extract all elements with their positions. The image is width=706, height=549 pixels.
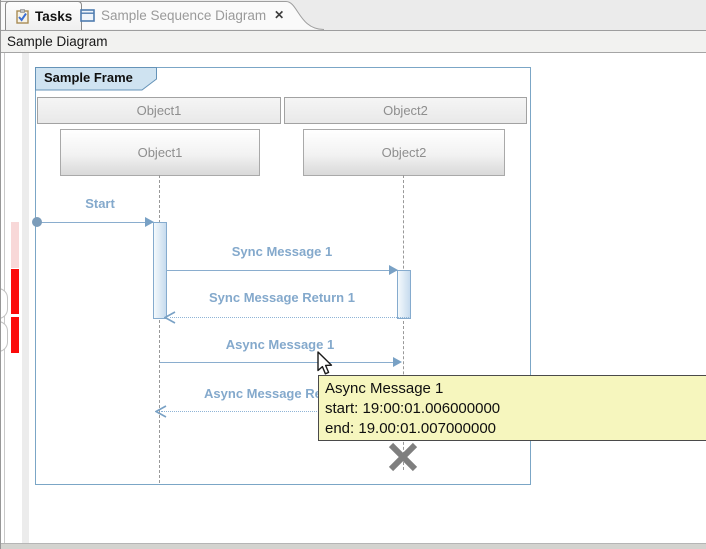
tab-sample-sequence-diagram[interactable]: Sample Sequence Diagram ✕: [80, 1, 286, 29]
tab-tasks-label: Tasks: [35, 9, 72, 24]
mouse-cursor-icon: [316, 351, 336, 377]
message-line-sync1[interactable]: [166, 270, 397, 271]
open-arrowhead-async-return1: [155, 405, 167, 418]
arrowhead-start: [145, 217, 154, 227]
tooltip-end-time: end: 19.00:01.007000000: [325, 419, 706, 439]
open-arrowhead-sync-return1: [164, 311, 176, 324]
arrowhead-sync1: [389, 265, 398, 275]
window-left-border: [0, 0, 1, 549]
tooltip-start-time: start: 19:00:01.006000000: [325, 399, 706, 419]
overview-marker-pink[interactable]: [11, 222, 19, 268]
left-margin-strip: [22, 53, 29, 543]
object-header-object2[interactable]: Object2: [284, 97, 527, 124]
activation-bar-object1[interactable]: [153, 222, 167, 319]
tab-close-button[interactable]: ✕: [272, 9, 286, 21]
lifeline-box-object1[interactable]: Object1: [60, 129, 260, 176]
message-label-sync-return1[interactable]: Sync Message Return 1: [182, 290, 382, 305]
message-line-start[interactable]: [37, 222, 154, 223]
frame-label: Sample Frame: [44, 70, 133, 85]
message-label-start[interactable]: Start: [50, 196, 150, 211]
message-tooltip: Async Message 1 start: 19:00:01.00600000…: [318, 375, 706, 441]
lifeline-box-object2[interactable]: Object2: [303, 129, 505, 176]
minimized-trim-arc: [0, 321, 8, 352]
object-header-object1[interactable]: Object1: [37, 97, 281, 124]
window-bottom-edge: [0, 543, 706, 549]
close-icon: ✕: [274, 8, 284, 22]
minimized-trim-arc: [0, 288, 8, 319]
diagram-window-icon: [80, 9, 95, 22]
message-line-sync-return1[interactable]: [170, 317, 409, 318]
overview-marker-red[interactable]: [11, 317, 19, 353]
tab-sequence-diagram-label: Sample Sequence Diagram: [101, 8, 266, 23]
message-label-async1[interactable]: Async Message 1: [180, 337, 380, 352]
arrowhead-async1: [393, 357, 402, 367]
activation-bar-object2[interactable]: [397, 270, 411, 319]
message-label-sync1[interactable]: Sync Message 1: [182, 244, 382, 259]
destruction-x-icon: [386, 440, 420, 474]
view-header: Sample Diagram: [0, 31, 706, 53]
view-title: Sample Diagram: [0, 34, 108, 49]
overview-marker-red[interactable]: [11, 269, 19, 314]
message-line-async1[interactable]: [160, 362, 395, 363]
tasks-checklist-icon: [15, 9, 30, 24]
tooltip-title: Async Message 1: [325, 379, 706, 399]
tab-tasks[interactable]: Tasks: [5, 1, 82, 30]
start-found-message-circle: [32, 217, 42, 227]
